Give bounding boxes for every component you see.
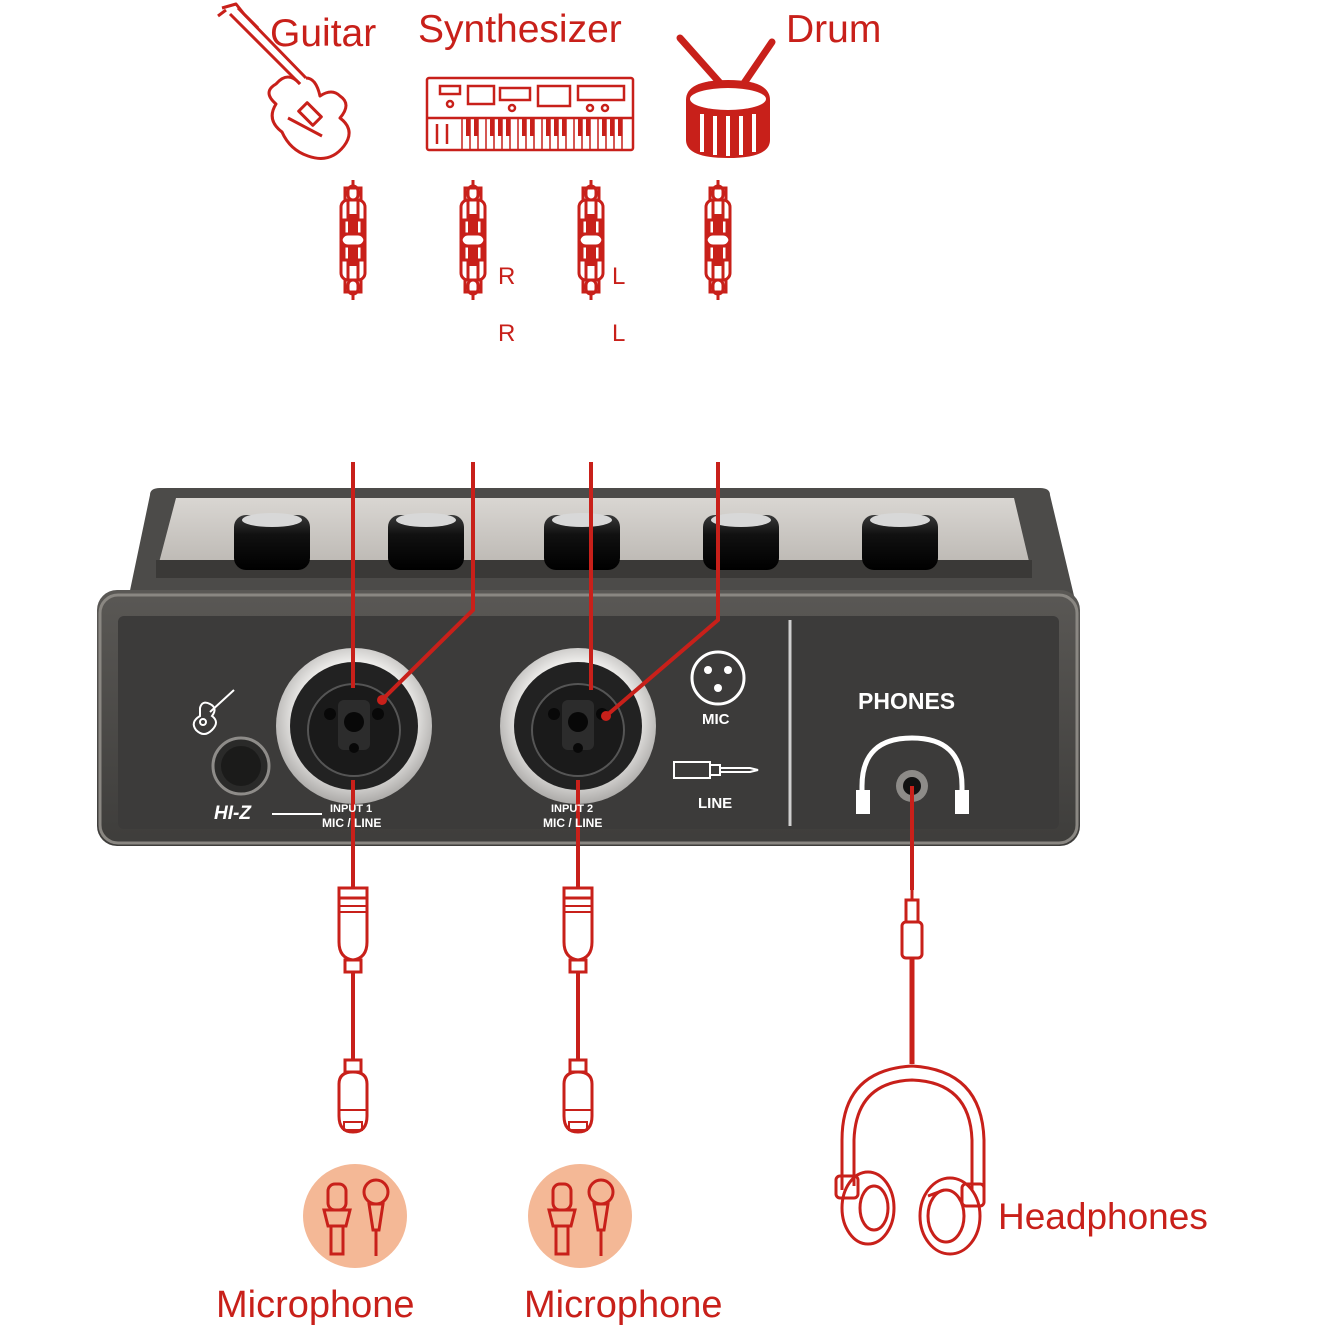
headphones-label: Headphones — [998, 1196, 1208, 1237]
microphone-label: Microphone — [216, 1284, 415, 1326]
xlr-icon — [690, 650, 746, 706]
hiz-label: HI-Z — [214, 803, 251, 824]
channel-mark-right: R — [498, 320, 516, 347]
guitar-cable — [339, 178, 367, 302]
mic-cable-1 — [337, 886, 369, 1134]
drum-label: Drum — [786, 8, 882, 51]
synthesizer-icon — [425, 76, 635, 152]
input-2-sublabel: MIC / LINE — [543, 816, 603, 830]
acoustic-guitar-icon — [192, 689, 235, 735]
guitar-icon — [217, 2, 351, 160]
monitor-knob[interactable] — [544, 513, 620, 570]
mic-cable-2 — [562, 886, 594, 1134]
channel-mark-right: R — [498, 263, 516, 290]
synthesizer-label: Synthesizer — [418, 8, 622, 51]
line-label: LINE — [698, 795, 733, 812]
input-2-combo-jack[interactable] — [500, 648, 656, 804]
hiz-button[interactable] — [211, 736, 271, 796]
microphone-icon — [303, 1164, 407, 1268]
channel-mark-left: L — [612, 320, 626, 347]
mic-label: MIC — [702, 711, 730, 728]
gain-knob-2[interactable] — [388, 513, 464, 570]
input-1-sublabel: MIC / LINE — [322, 816, 382, 830]
input-2-label: INPUT 2 — [551, 803, 594, 815]
drum-icon — [676, 34, 776, 158]
jack-plug-icon — [673, 761, 759, 779]
signal-leads — [351, 462, 914, 890]
headphone-cable — [900, 890, 924, 1064]
output-knob[interactable] — [703, 513, 779, 570]
phones-label: PHONES — [858, 688, 956, 714]
microphone-icon — [528, 1164, 632, 1268]
synth-right-cable — [459, 178, 487, 302]
phones-knob[interactable] — [862, 513, 938, 570]
guitar-label: Guitar — [270, 12, 377, 55]
synth-left-cable — [577, 178, 605, 302]
lead-endpoints — [377, 695, 611, 721]
input-1-label: INPUT 1 — [330, 803, 373, 815]
headphones-icon — [834, 1064, 986, 1256]
audio-interface — [97, 488, 1080, 846]
gain-knob-1[interactable] — [234, 513, 310, 570]
channel-mark-left: L — [612, 263, 626, 290]
drum-cable — [704, 178, 732, 302]
microphone-label: Microphone — [524, 1284, 723, 1326]
